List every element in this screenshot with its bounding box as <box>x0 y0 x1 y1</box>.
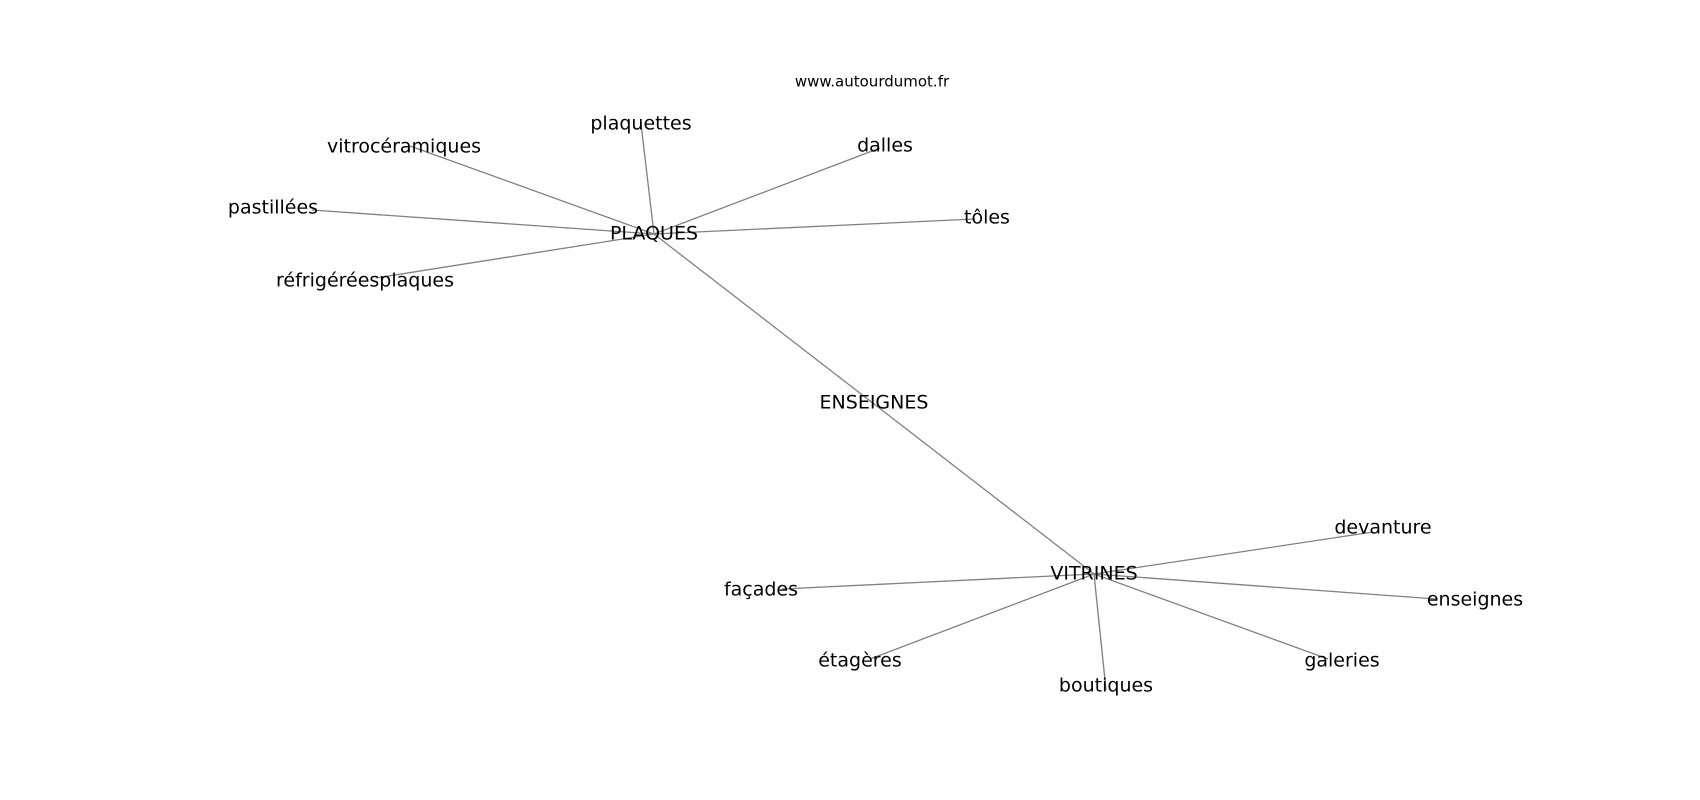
node-label-enseignes: enseignes <box>1427 589 1523 611</box>
node-label-plaques-hub: PLAQUES <box>610 223 698 245</box>
watermark-text: www.autourdumot.fr <box>795 73 950 91</box>
edge-vitrines-hub-boutiques <box>1093 573 1107 691</box>
node-label-dalles: dalles <box>857 135 913 157</box>
edge-plaques-hub-vitrines-hub <box>653 233 1095 575</box>
edge-plaques-hub-toles <box>653 218 976 235</box>
edge-plaques-hub-vitroceramiques <box>409 145 655 235</box>
node-label-refrigereesplaques: réfrigéréesplaques <box>276 270 454 292</box>
edge-vitrines-hub-galeries <box>1093 573 1329 660</box>
node-label-pastillees: pastillées <box>228 197 318 219</box>
node-label-etageres: étagères <box>818 650 902 672</box>
edge-vitrines-hub-etageres <box>869 573 1095 660</box>
edge-plaques-hub-dalles <box>653 147 881 235</box>
edge-vitrines-hub-devanture <box>1093 531 1374 575</box>
node-label-enseignes-hub: ENSEIGNES <box>820 392 929 414</box>
edge-vitrines-hub-facades <box>781 573 1095 590</box>
edge-plaques-hub-plaquettes <box>640 123 655 235</box>
node-label-vitrines-hub: VITRINES <box>1050 563 1137 585</box>
node-label-plaquettes: plaquettes <box>590 113 691 135</box>
edge-plaques-hub-pastillees <box>311 209 655 235</box>
node-label-galeries: galeries <box>1304 650 1379 672</box>
node-label-vitroceramiques: vitrocéramiques <box>327 136 481 158</box>
node-label-devanture: devanture <box>1334 517 1431 539</box>
labels-layer: PLAQUES VITRINES ENSEIGNES plaquettes vitroc… <box>228 113 1523 697</box>
node-label-boutiques: boutiques <box>1059 675 1153 697</box>
node-label-facades: façades <box>724 579 798 601</box>
edge-vitrines-hub-enseignes <box>1093 573 1437 600</box>
edges-layer <box>311 123 1437 691</box>
edge-plaques-hub-refrigereesplaques <box>375 233 655 279</box>
node-label-toles: tôles <box>964 207 1010 229</box>
